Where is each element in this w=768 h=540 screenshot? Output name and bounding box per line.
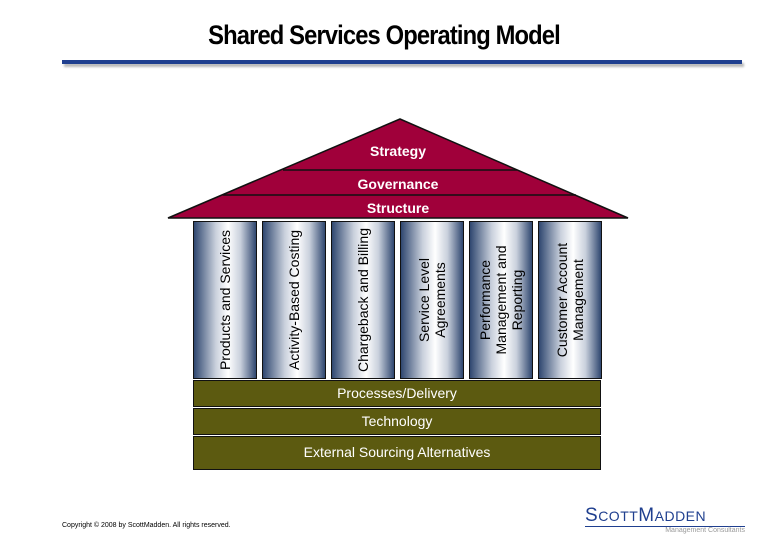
pillar-activity-based-costing: Activity-Based Costing: [262, 221, 326, 379]
pillar-label: Chargeback and Billing: [355, 228, 371, 372]
pillar-label: Activity-Based Costing: [286, 229, 302, 371]
foundation-external-sourcing: External Sourcing Alternatives: [193, 436, 601, 470]
company-logo: SCOTTMADDEN Management Consultants: [585, 506, 745, 534]
roof-governance: Governance: [357, 176, 439, 192]
foundation-technology: Technology: [193, 408, 601, 435]
pillar-label: Performance Management and Reporting: [477, 245, 525, 355]
title-divider: [62, 60, 742, 64]
foundation-processes-delivery: Processes/Delivery: [193, 380, 601, 407]
pillar-service-level-agreements: Service Level Agreements: [400, 221, 464, 379]
pillar-label: Customer Account Management: [554, 242, 586, 358]
pillar-label: Products and Services: [217, 229, 233, 371]
pillar-label: Service Level Agreements: [416, 257, 448, 343]
logo-tagline: Management Consultants: [665, 527, 745, 534]
roof-structure: Structure: [366, 200, 430, 216]
logo-name: SCOTTMADDEN: [585, 506, 745, 527]
page-title: Shared Services Operating Model: [208, 20, 561, 50]
pillar-chargeback-billing: Chargeback and Billing: [331, 221, 395, 379]
pillar-customer-account-management: Customer Account Management: [538, 221, 602, 379]
pillar-performance-management: Performance Management and Reporting: [469, 221, 533, 379]
pillar-products-services: Products and Services: [193, 221, 257, 379]
copyright-text: Copyright © 2008 by ScottMadden. All rig…: [62, 522, 231, 529]
roof-strategy: Strategy: [369, 143, 427, 159]
